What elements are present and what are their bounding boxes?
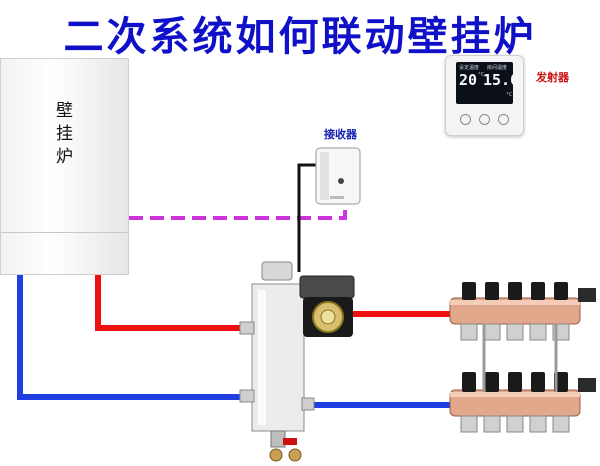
- room-temp-unit: °C: [506, 92, 513, 98]
- transmitter-label: 发射器: [536, 71, 569, 84]
- thermostat-power-button[interactable]: [479, 114, 490, 125]
- wall-hung-boiler: 壁挂炉: [0, 58, 129, 275]
- thermostat-screen: 设定温度 房间温度 20 °C 15.0 °C: [456, 62, 519, 104]
- cold-return-pipe: [17, 275, 450, 408]
- set-temp-label: 设定温度: [459, 65, 480, 71]
- cold-pipe-boiler-to-separator: [17, 275, 252, 400]
- signal-dashed-line: [129, 203, 347, 220]
- set-temp-value: 20: [459, 71, 478, 89]
- circulation-pump: [299, 275, 355, 337]
- set-temp-unit: °C: [478, 72, 485, 78]
- receiver-label: 接收器: [324, 128, 357, 141]
- thermostat-right-button[interactable]: [498, 114, 509, 125]
- boiler-label: 壁挂炉: [52, 101, 72, 170]
- hot-pipe-boiler-to-separator: [95, 275, 252, 331]
- room-temp-label: 房间温度: [487, 65, 508, 71]
- return-manifold: [449, 372, 596, 433]
- room-temp-value: 15.0: [483, 71, 520, 89]
- thermostat-left-button[interactable]: [460, 114, 471, 125]
- page-title: 二次系统如何联动壁挂炉: [63, 13, 537, 60]
- thermostat-transmitter: 设定温度 房间温度 20 °C 15.0 °C: [445, 55, 524, 136]
- receiver-device: [315, 147, 361, 205]
- hydraulic-separator: [239, 261, 315, 462]
- hot-supply-pipe: [95, 275, 450, 331]
- supply-manifold: [449, 282, 596, 341]
- boiler-panel-seam: [1, 232, 128, 233]
- receiver-cable: [297, 163, 317, 272]
